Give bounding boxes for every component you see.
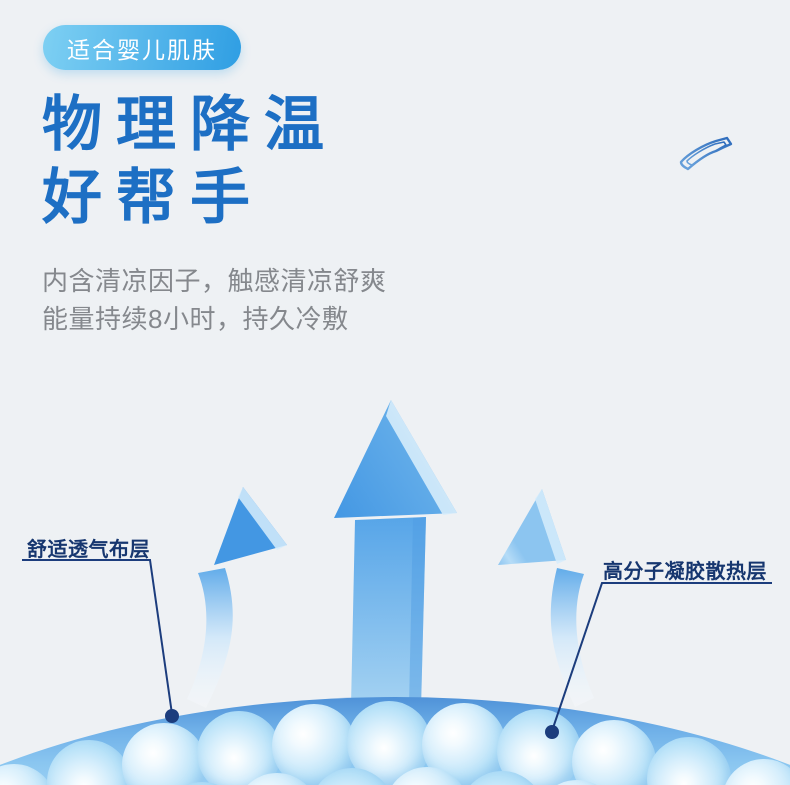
heading-line-2: 好帮手 — [42, 164, 264, 231]
badge-label: 适合婴儿肌肤 — [67, 36, 217, 63]
label-polymer-gel-layer: 高分子凝胶散热层 — [603, 561, 767, 583]
right-arrow — [498, 489, 594, 707]
heat-release-arrows — [187, 400, 594, 708]
heading-line-1: 物理降温 — [42, 91, 338, 158]
gel-layer-arc — [0, 697, 790, 785]
cooling-patch-icon — [679, 136, 733, 171]
description-line-2: 能量持续8小时，持久冷敷 — [42, 304, 349, 334]
baby-skin-badge: 适合婴儿肌肤 — [43, 25, 241, 70]
product-description: 内含清凉因子，触感清凉舒爽 能量持续8小时，持久冷敷 — [42, 262, 387, 338]
description-line-1: 内含清凉因子，触感清凉舒爽 — [42, 266, 387, 296]
main-heading: 物理降温 好帮手 — [42, 88, 338, 234]
label-breathable-fabric-layer: 舒适透气布层 — [27, 539, 150, 561]
left-arrow — [187, 487, 287, 708]
center-arrow — [334, 400, 457, 708]
